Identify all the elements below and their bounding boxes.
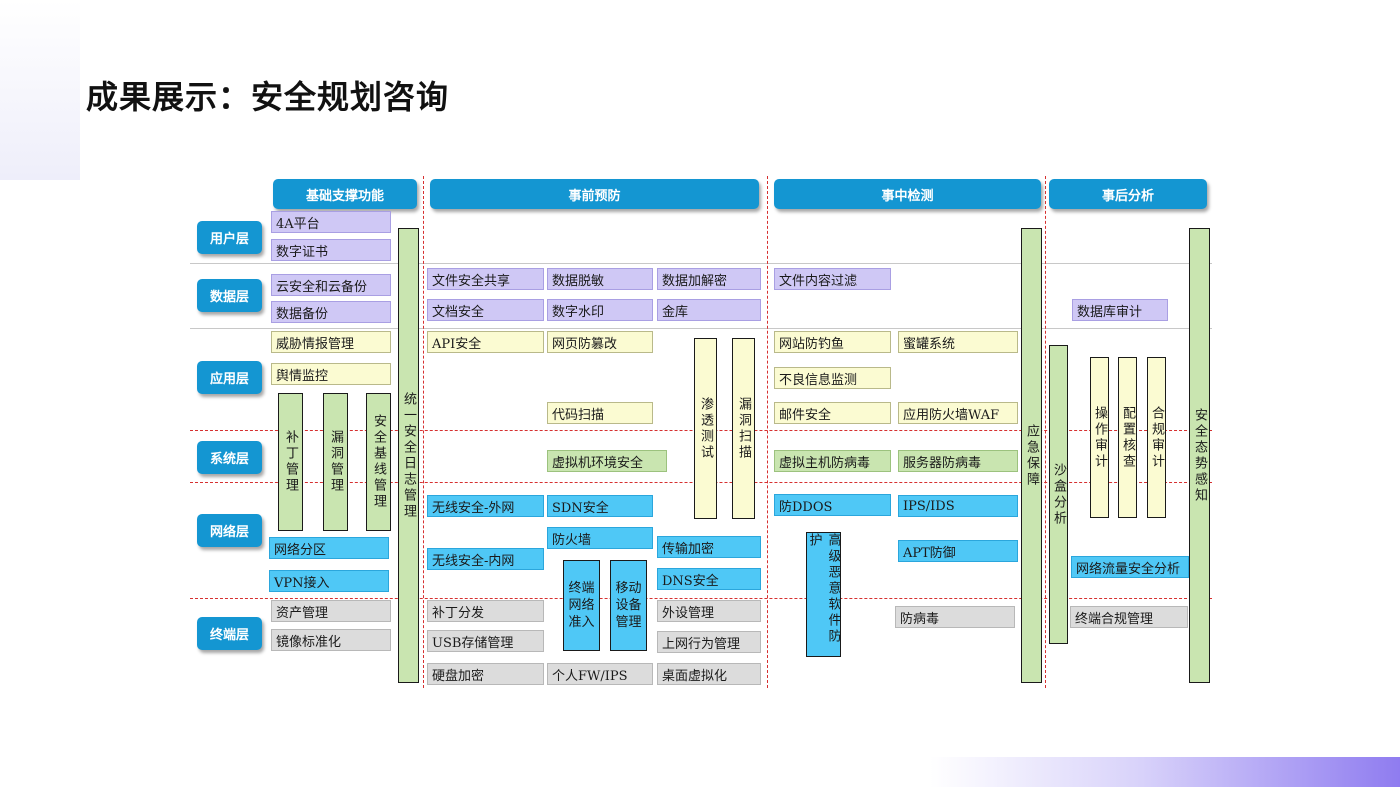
corner-gradient xyxy=(0,0,80,180)
item-honeypot: 蜜罐系统 xyxy=(898,331,1018,353)
item-config-check: 配置核查 xyxy=(1118,357,1137,518)
divider-basic-pre xyxy=(423,176,424,688)
item-file-share: 文件安全共享 xyxy=(427,268,544,290)
item-patch-mgmt: 补丁管理 xyxy=(278,393,303,531)
item-watermark: 数字水印 xyxy=(547,299,653,321)
item-server-antivirus: 服务器防病毒 xyxy=(898,450,1018,472)
item-sdn-security: SDN安全 xyxy=(547,495,653,517)
item-web-tamper: 网页防篡改 xyxy=(547,331,653,353)
item-sandbox: 沙盒分析 xyxy=(1049,345,1068,644)
item-dns-security: DNS安全 xyxy=(657,568,761,590)
item-digital-cert: 数字证书 xyxy=(271,239,391,261)
phase-basic: 基础支撑功能 xyxy=(273,179,417,209)
item-db-audit: 数据库审计 xyxy=(1072,299,1168,321)
item-web-behavior: 上网行为管理 xyxy=(657,631,761,653)
item-firewall: 防火墙 xyxy=(547,527,653,549)
item-advanced-malware: 高级恶意软件防护 xyxy=(806,532,841,657)
layer-app: 应用层 xyxy=(197,361,262,394)
item-antivirus: 防病毒 xyxy=(895,606,1015,628)
item-personal-fw: 个人FW/IPS xyxy=(547,663,653,685)
item-emergency: 应急保障 xyxy=(1021,228,1042,683)
divider-pre-mid xyxy=(767,176,768,688)
phase-mid: 事中检测 xyxy=(774,179,1041,209)
item-mail-security: 邮件安全 xyxy=(774,402,891,424)
layer-user: 用户层 xyxy=(197,221,262,254)
item-transport-encrypt: 传输加密 xyxy=(657,536,761,558)
item-patch-distribution: 补丁分发 xyxy=(427,600,544,622)
item-wifi-internal: 无线安全-内网 xyxy=(427,548,544,570)
item-asset-mgmt: 资产管理 xyxy=(271,600,391,622)
item-content-filter: 文件内容过滤 xyxy=(774,268,891,290)
item-security-baseline: 安全基线管理 xyxy=(366,393,391,531)
phase-post: 事后分析 xyxy=(1049,179,1207,209)
item-pentest: 渗透测试 xyxy=(694,338,717,519)
item-operation-audit: 操作审计 xyxy=(1090,357,1109,518)
item-data-backup: 数据备份 xyxy=(271,301,391,323)
item-code-scan: 代码扫描 xyxy=(547,402,653,424)
page-title: 成果展示：安全规划咨询 xyxy=(86,78,450,116)
item-4a-platform: 4A平台 xyxy=(271,211,391,233)
item-vuln-mgmt: 漏洞管理 xyxy=(323,393,348,531)
item-bad-info-monitor: 不良信息监测 xyxy=(774,367,891,389)
item-terminal-compliance: 终端合规管理 xyxy=(1070,606,1188,628)
item-anti-ddos: 防DDOS xyxy=(774,494,891,516)
item-waf: 应用防火墙WAF xyxy=(898,402,1018,424)
item-compliance-audit: 合规审计 xyxy=(1147,357,1166,518)
item-image-standard: 镜像标准化 xyxy=(271,629,391,651)
item-host-antivirus: 虚拟主机防病毒 xyxy=(774,450,891,472)
item-cloud-backup: 云安全和云备份 xyxy=(271,274,391,296)
phase-pre: 事前预防 xyxy=(430,179,759,209)
item-vault: 金库 xyxy=(657,299,761,321)
layer-terminal: 终端层 xyxy=(197,617,262,650)
item-api-security: API安全 xyxy=(427,331,544,353)
item-vm-security: 虚拟机环境安全 xyxy=(547,450,667,472)
divider-network-terminal xyxy=(190,598,1212,599)
item-ips-ids: IPS/IDS xyxy=(898,495,1018,517)
divider-mid-post xyxy=(1045,176,1046,688)
layer-system: 系统层 xyxy=(197,441,262,474)
item-disk-encrypt: 硬盘加密 xyxy=(427,663,544,685)
item-opinion-monitor: 舆情监控 xyxy=(271,363,391,385)
item-network-zone: 网络分区 xyxy=(269,537,389,559)
item-apt-defense: APT防御 xyxy=(898,540,1018,562)
item-vpn-access: VPN接入 xyxy=(269,570,389,592)
item-unified-log: 统一安全日志管理 xyxy=(398,228,419,683)
layer-network: 网络层 xyxy=(197,514,262,547)
item-terminal-access: 终端网络准入 xyxy=(563,560,600,651)
item-usb-storage: USB存储管理 xyxy=(427,630,544,652)
item-situation-awareness: 安全态势感知 xyxy=(1189,228,1210,683)
item-desktop-virtual: 桌面虚拟化 xyxy=(657,663,761,685)
item-data-desensitize: 数据脱敏 xyxy=(547,268,653,290)
divider-data-app xyxy=(190,328,1212,329)
item-vuln-scan: 漏洞扫描 xyxy=(732,338,755,519)
item-wifi-external: 无线安全-外网 xyxy=(427,495,544,517)
item-threat-intel: 威胁情报管理 xyxy=(271,331,391,353)
item-doc-security: 文档安全 xyxy=(427,299,544,321)
bottom-gradient-bar xyxy=(930,757,1400,787)
divider-user-data xyxy=(190,263,1212,264)
item-mobile-device-mgmt: 移动设备管理 xyxy=(610,560,647,651)
item-peripheral-mgmt: 外设管理 xyxy=(657,600,761,622)
layer-data: 数据层 xyxy=(197,279,262,312)
item-traffic-analysis: 网络流量安全分析 xyxy=(1071,556,1189,578)
item-data-encrypt: 数据加解密 xyxy=(657,268,761,290)
item-anti-phishing: 网站防钓鱼 xyxy=(774,331,891,353)
